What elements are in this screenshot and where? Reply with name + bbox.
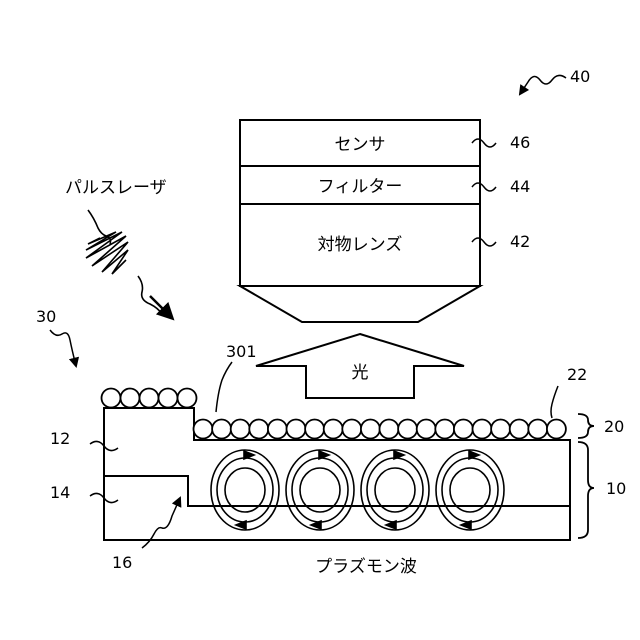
nanoparticle [212,420,231,439]
nanoparticle [121,389,140,408]
nanoparticle [159,389,178,408]
lens-nose [240,286,480,322]
plasmon-loop [361,450,429,530]
nanoparticle [305,420,324,439]
filter-label: フィルター [318,177,403,197]
plasmon-direction-arrow [386,521,396,529]
pulse-laser-wave [86,210,162,314]
nanoparticle [268,420,287,439]
plasmon-loop-ring [211,450,279,530]
plasmon-direction-arrow [311,521,321,529]
nanoparticle [287,420,306,439]
plasmon-loop-ring [436,450,504,530]
numeral-42: 42 [510,232,530,251]
nanoparticle [361,420,380,439]
nanoparticle [102,389,121,408]
light-label: 光 [352,363,369,383]
nanoparticle [140,389,159,408]
plasmon-loop-ring [286,450,354,530]
leader-42 [472,238,496,246]
sensor-label: センサ [335,135,386,155]
plasmon-direction-arrow [394,451,404,459]
nanoparticle [417,420,436,439]
nanoparticle [249,420,268,439]
numeral-40: 40 [570,67,590,86]
plasmon-loop [436,450,504,530]
leader-30-arrow [50,330,76,366]
brace-10 [578,442,594,538]
nanoparticle [491,420,510,439]
numeral-16: 16 [112,553,132,572]
nanoparticle [342,420,361,439]
pulse-laser-arrow [150,296,172,318]
plasmon-wave-label: プラズモン波 [315,557,417,577]
plasmon-wave-loops [211,450,504,530]
numeral-14: 14 [50,483,70,502]
nanoparticle [510,420,529,439]
leader-22 [551,386,558,418]
plasmon-direction-arrow [461,521,471,529]
objective-lens-label: 対物レンズ [318,235,403,255]
leader-44 [472,183,496,191]
nanoparticle [454,420,473,439]
plasmon-direction-arrow [244,451,254,459]
plasmon-loop [211,450,279,530]
nanoparticle [435,420,454,439]
nanoparticle [178,389,197,408]
nanoparticle [473,420,492,439]
brace-20 [578,414,594,438]
nanoparticle [231,420,250,439]
nanoparticle [528,420,547,439]
pulse-laser-label: パルスレーザ [65,178,167,198]
numeral-20: 20 [604,417,624,436]
plasmon-direction-arrow [236,521,246,529]
nanoparticle [324,420,343,439]
leader-46 [472,139,496,147]
numeral-10: 10 [606,479,626,498]
numeral-22: 22 [567,365,587,384]
leader-40-arrow [520,75,566,94]
leader-301 [216,362,232,412]
numeral-30: 30 [36,307,56,326]
numeral-12: 12 [50,429,70,448]
plasmon-loop [286,450,354,530]
plasmon-direction-arrow [319,451,329,459]
numeral-44: 44 [510,177,530,196]
plasmon-direction-arrow [469,451,479,459]
nanoparticle [547,420,566,439]
plasmon-loop-ring [361,450,429,530]
nanoparticle [398,420,417,439]
numeral-46: 46 [510,133,530,152]
nanoparticle [380,420,399,439]
numeral-301: 301 [226,342,257,361]
nanoparticle [194,420,213,439]
